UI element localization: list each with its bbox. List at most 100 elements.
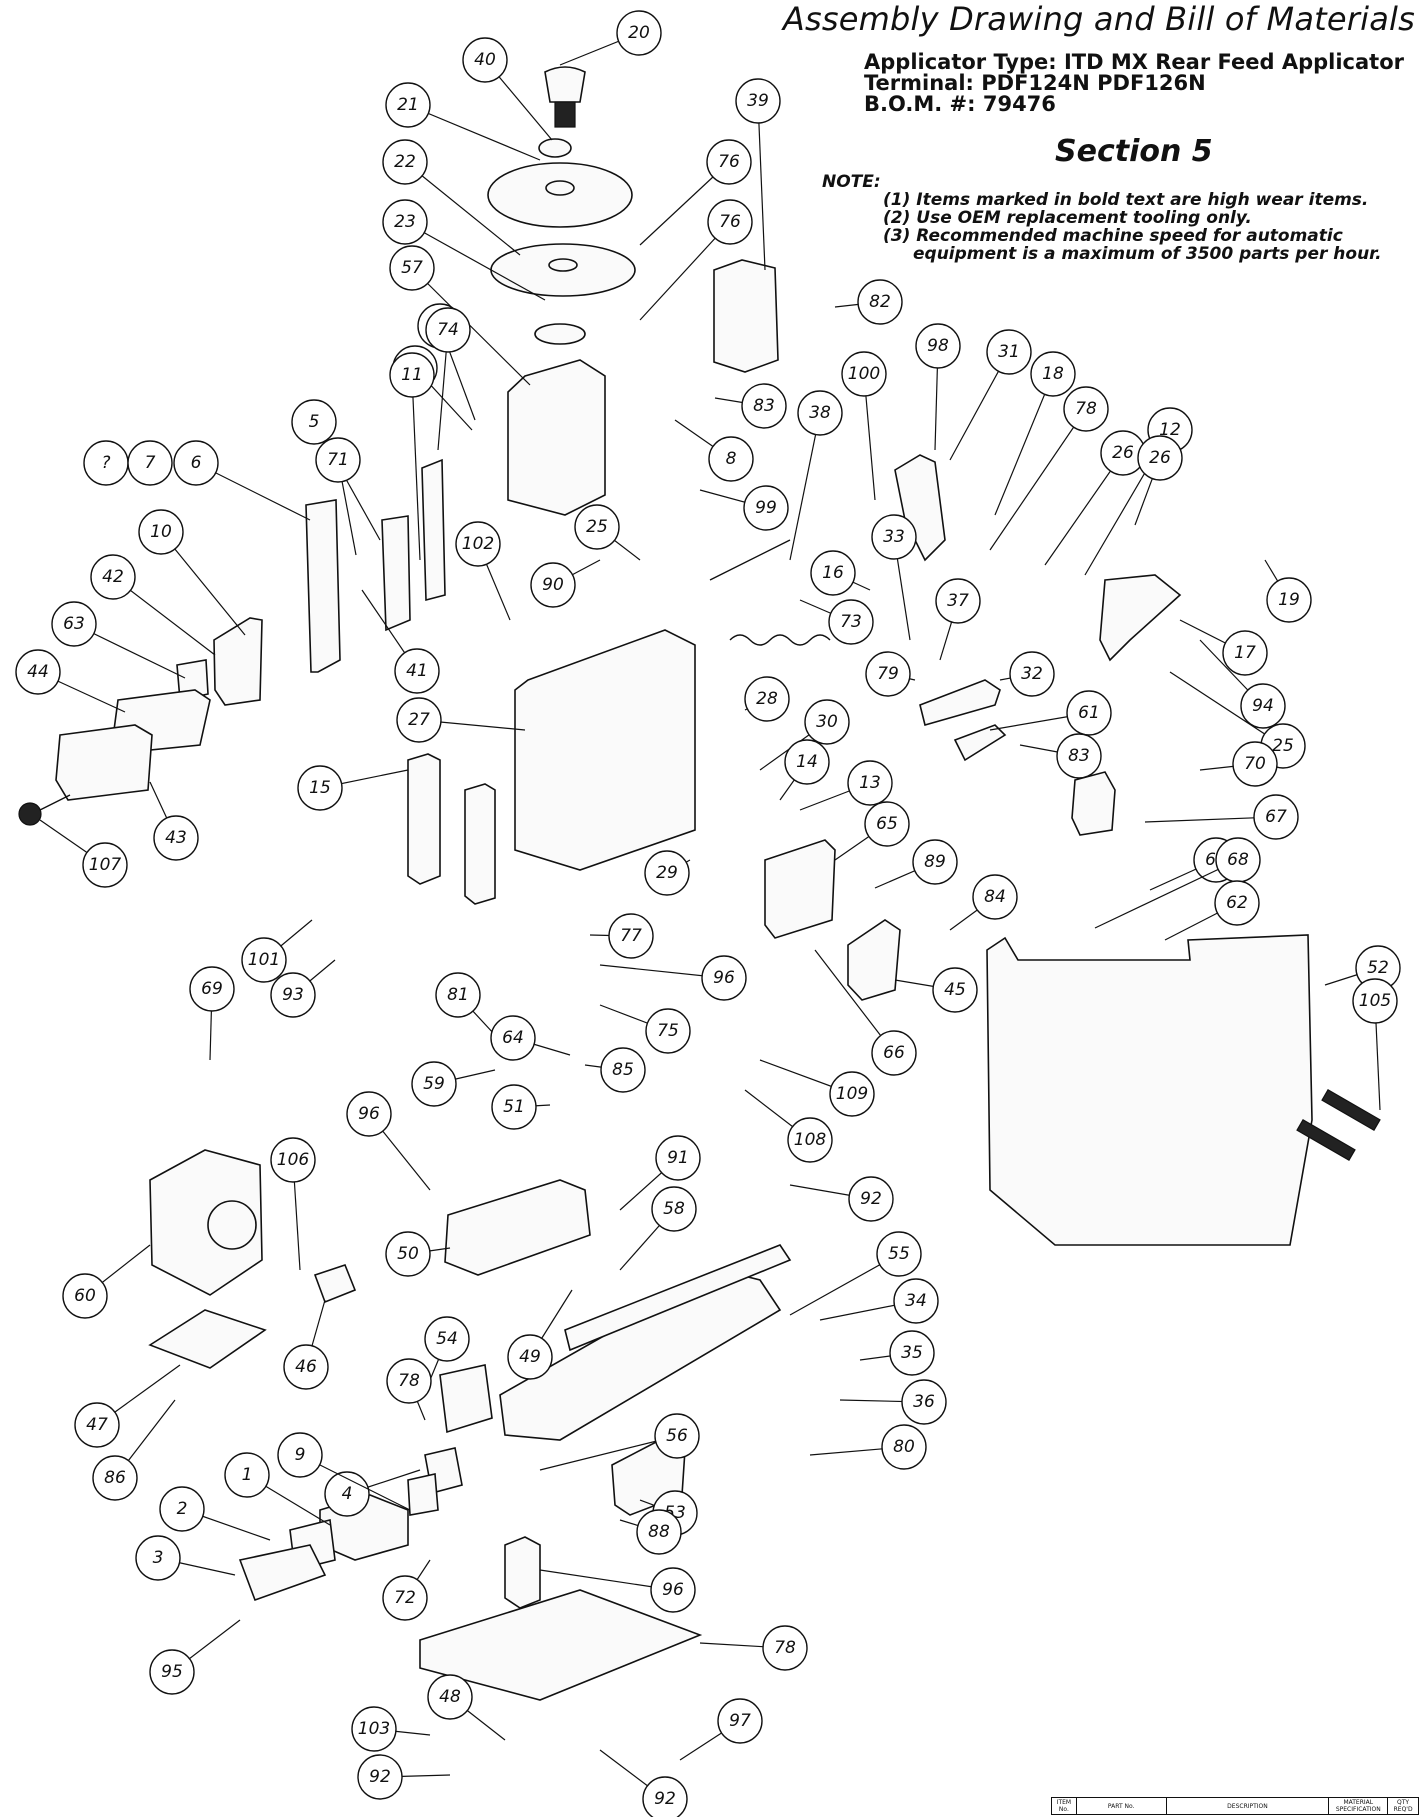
callout-number: 105 [1359, 991, 1391, 1011]
callout-bubble: 92 [599, 1749, 688, 1817]
callout-circle [865, 651, 911, 697]
callout-number: 89 [924, 852, 946, 872]
callout-number: 95 [161, 1662, 183, 1682]
callout-leader [539, 1435, 678, 1471]
callout-circle [382, 139, 428, 185]
callout-number: 102 [462, 534, 494, 554]
callout-circle [735, 78, 781, 124]
callout-number: 84 [984, 887, 1006, 907]
callout-circle [1214, 880, 1260, 926]
callout-circle [841, 351, 887, 397]
bom-header-description: DESCRIPTION [1165, 1797, 1330, 1815]
callout-number: 40 [474, 50, 496, 70]
callout-bubble: 70 [1199, 741, 1278, 787]
callout-circle [149, 1649, 195, 1695]
callout-number: 78 [398, 1371, 420, 1391]
callout-number: 10 [150, 522, 172, 542]
callout-bubble: 78 [699, 1625, 808, 1671]
callout-number: 26 [1149, 448, 1171, 468]
callout-bubble: 39 [735, 78, 781, 271]
callout-number: 17 [1234, 643, 1256, 663]
callout-bubble: 43 [149, 781, 199, 861]
applicator-info: Applicator Type: ITD MX Rear Feed Applic… [864, 52, 1404, 115]
callout-number: 60 [74, 1286, 96, 1306]
callout-circle [530, 562, 576, 608]
callout-bubble: 51 [491, 1084, 551, 1130]
callout-bubble: 88 [619, 1509, 682, 1555]
callout-number: 42 [102, 567, 124, 587]
callout-bubble: 23 [382, 199, 546, 301]
callout-number: 93 [282, 985, 304, 1005]
callout-bubble: 101 [241, 919, 313, 983]
callout-circle [351, 1706, 397, 1752]
callout-bubble: 79 [865, 651, 916, 697]
callout-bubble: 84 [949, 874, 1018, 931]
callout-number: 76 [719, 212, 741, 232]
callout-number: 54 [436, 1329, 458, 1349]
callout-circle [462, 37, 508, 83]
callout-bubble: 12 [1084, 407, 1193, 576]
callout-bubble: 86 [92, 1399, 176, 1501]
callout-bubble: 27 [396, 697, 526, 743]
callout-number: 59 [423, 1074, 445, 1094]
callout-bubble: 50 [385, 1231, 451, 1277]
callout-bubble: 106 [270, 1137, 316, 1271]
callout-number: 33 [883, 527, 905, 547]
callout-bubble: 33 [871, 514, 917, 641]
callout-number: 51 [503, 1097, 525, 1117]
terminal-info: Terminal: PDF124N PDF126N [864, 71, 1206, 95]
callout-number: 20 [628, 23, 650, 43]
callout-bubble: 95 [149, 1619, 241, 1695]
callout-bubble: 65 [834, 801, 910, 861]
callout-number: 67 [1265, 807, 1287, 827]
callout-circle [357, 1754, 403, 1800]
callout-circle [616, 10, 662, 56]
callout-bubble: 77 [589, 913, 654, 959]
callout-circle [972, 874, 1018, 920]
callout-number: 71 [327, 450, 349, 470]
callout-bubble: 96 [599, 955, 747, 1001]
callout-bubble: 92 [789, 1176, 894, 1222]
callout-circle [701, 955, 747, 1001]
callout-bubble: 59 [411, 1061, 496, 1107]
note-item: equipment is a maximum of 3500 parts per… [913, 244, 1382, 264]
callout-bubble: 4 [324, 1469, 421, 1517]
callout-leader [789, 412, 821, 561]
callout-bubble: 26 [1134, 435, 1183, 526]
callout-bubble: 107 [39, 819, 128, 888]
callout-bubble: 94 [1199, 639, 1286, 729]
callout-bubble: 103 [351, 1706, 431, 1752]
note-item: (1) Items marked in bold text are high w… [883, 190, 1369, 210]
callout-number: 25 [1272, 736, 1294, 756]
note-label: NOTE: [822, 172, 881, 192]
callout-circle [828, 599, 874, 645]
callout-bubble: 49 [507, 1289, 573, 1380]
callout-number: 81 [447, 985, 469, 1005]
callout-number: 75 [657, 1021, 679, 1041]
callout-circle [153, 815, 199, 861]
callout-bubble: 96 [346, 1091, 431, 1191]
bom-header-qty: QTY REQ'D [1387, 1797, 1419, 1815]
callout-circle [847, 760, 893, 806]
callout-bubble: 98 [915, 323, 961, 451]
callout-bubble: 75 [599, 1004, 691, 1054]
callout-bubble: 72 [382, 1559, 431, 1621]
callout-bubble: 47 [74, 1364, 181, 1448]
callout-number: 43 [165, 828, 187, 848]
callout-bubble: 85 [584, 1047, 646, 1093]
callout-bubble: 68 [1094, 837, 1261, 929]
callout-bubble: 52 [1324, 945, 1401, 991]
callout-leader [1094, 859, 1239, 929]
callout-number: 106 [277, 1150, 310, 1170]
callout-number: 1 [242, 1465, 253, 1485]
callout-circle [797, 390, 843, 436]
callout-circle [427, 1674, 473, 1720]
callout-circle [396, 697, 442, 743]
callout-circle [90, 554, 136, 600]
callout-circle [901, 1379, 947, 1425]
callout-circle [386, 1358, 432, 1404]
callout-bubble: 15 [297, 765, 409, 811]
callout-bubble: 109 [759, 1059, 875, 1117]
callout-circle [1056, 733, 1102, 779]
callout-bubble: 92 [357, 1754, 451, 1800]
